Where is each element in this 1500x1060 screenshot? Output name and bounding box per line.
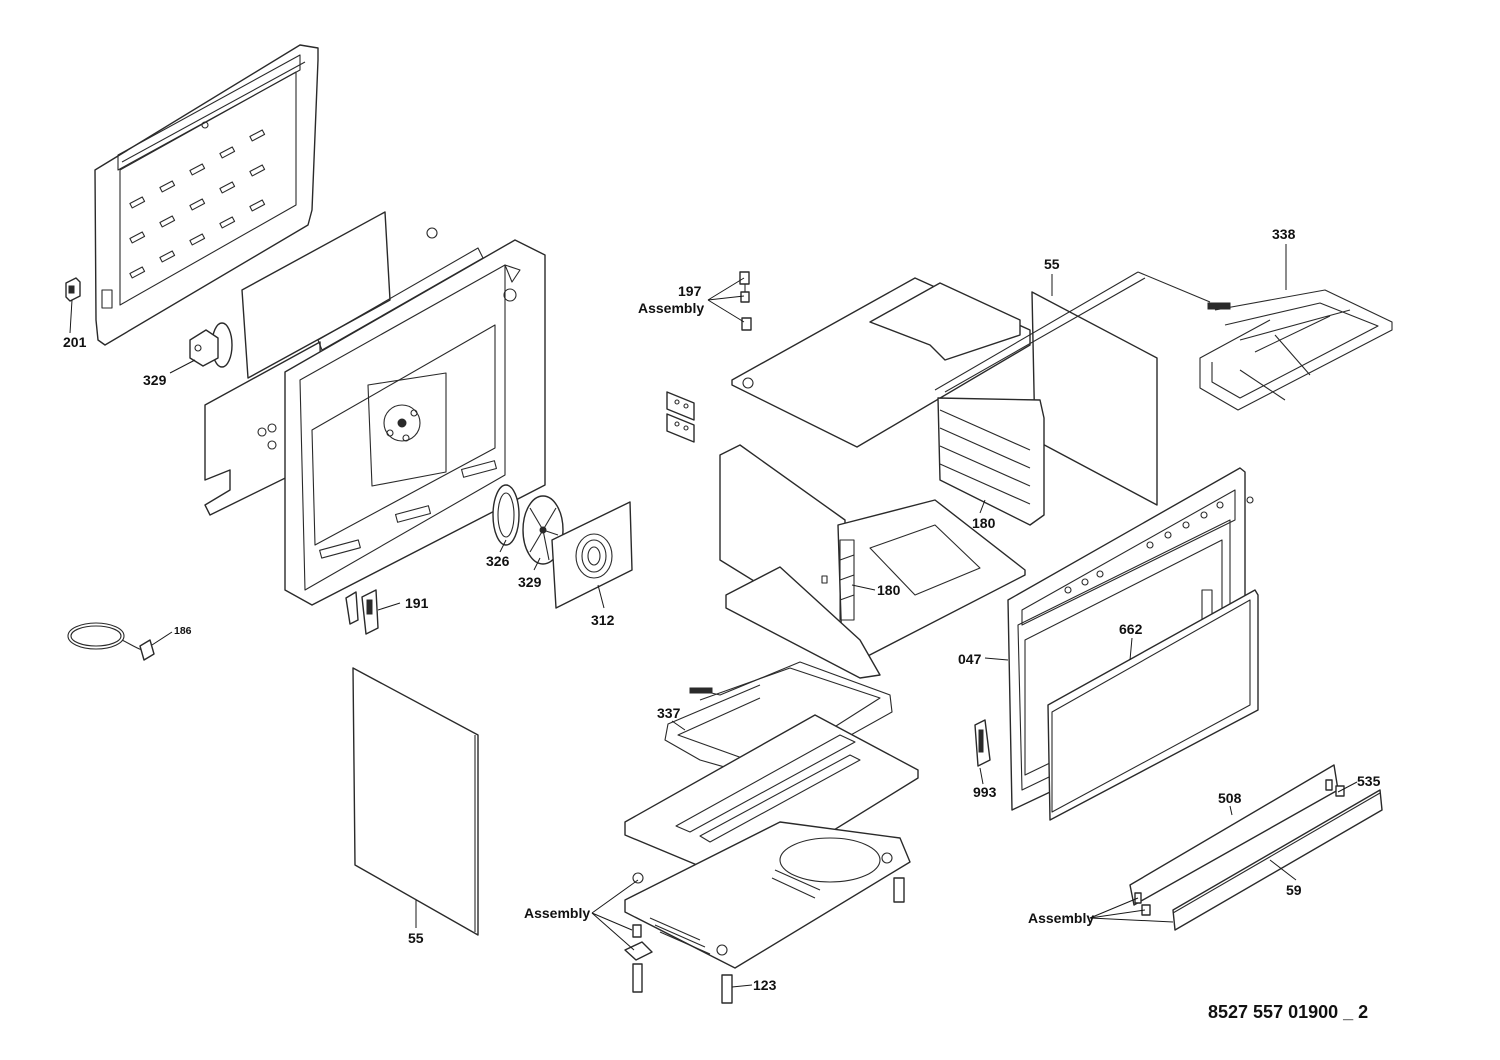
- label-337: 337: [657, 705, 681, 721]
- label-180-cavity: 180: [877, 582, 901, 598]
- fan-ring-326: [492, 484, 520, 546]
- label-186: 186: [174, 625, 192, 637]
- label-assembly-right: Assembly: [1028, 910, 1094, 926]
- label-508: 508: [1218, 790, 1242, 806]
- label-326: 326: [486, 553, 510, 569]
- top-cover: [731, 277, 1031, 448]
- door-glass-662: [1047, 589, 1259, 821]
- hinge-993: [974, 719, 991, 767]
- fan-cover-312: [551, 501, 633, 609]
- label-191: 191: [405, 595, 429, 611]
- cavity-wall: [284, 227, 546, 606]
- fan-motor-329: [189, 322, 233, 368]
- label-197: 197: [678, 283, 702, 299]
- document-number: 8527 557 01900 _ 2: [1208, 1002, 1368, 1022]
- bracket: [666, 391, 695, 443]
- label-123: 123: [753, 977, 777, 993]
- label-535: 535: [1357, 773, 1381, 789]
- leader-lines: [69, 244, 1358, 988]
- bottom-plate: [624, 821, 911, 969]
- label-59: 59: [1286, 882, 1302, 898]
- label-55-right: 55: [1044, 256, 1060, 272]
- grill-element-338: [934, 271, 1393, 411]
- side-panel-55-left: [352, 667, 479, 936]
- power-cord-186: [67, 622, 155, 661]
- part-labels: 201 329 326 329 312 191 186 55 197 Assem…: [63, 226, 1381, 1022]
- label-329-fan: 329: [518, 574, 542, 590]
- label-329-top: 329: [143, 372, 167, 388]
- label-047: 047: [958, 651, 982, 667]
- label-993: 993: [973, 784, 997, 800]
- connector-201: [65, 277, 81, 302]
- label-55-left: 55: [408, 930, 424, 946]
- label-338: 338: [1272, 226, 1296, 242]
- label-662: 662: [1119, 621, 1143, 637]
- rack-rail-180: [937, 397, 1045, 526]
- back-panel: [94, 44, 319, 346]
- label-180-rack: 180: [972, 515, 996, 531]
- label-197-assembly: Assembly: [638, 300, 704, 316]
- hinge-191: [345, 589, 379, 635]
- assembly-197: [739, 271, 752, 331]
- label-312: 312: [591, 612, 615, 628]
- label-assembly-bottom: Assembly: [524, 905, 590, 921]
- side-panel-55-right: [1031, 291, 1158, 506]
- foot: [624, 877, 905, 1004]
- bottom-tray: [624, 714, 919, 886]
- label-201: 201: [63, 334, 87, 350]
- oven-cavity: [719, 444, 1026, 679]
